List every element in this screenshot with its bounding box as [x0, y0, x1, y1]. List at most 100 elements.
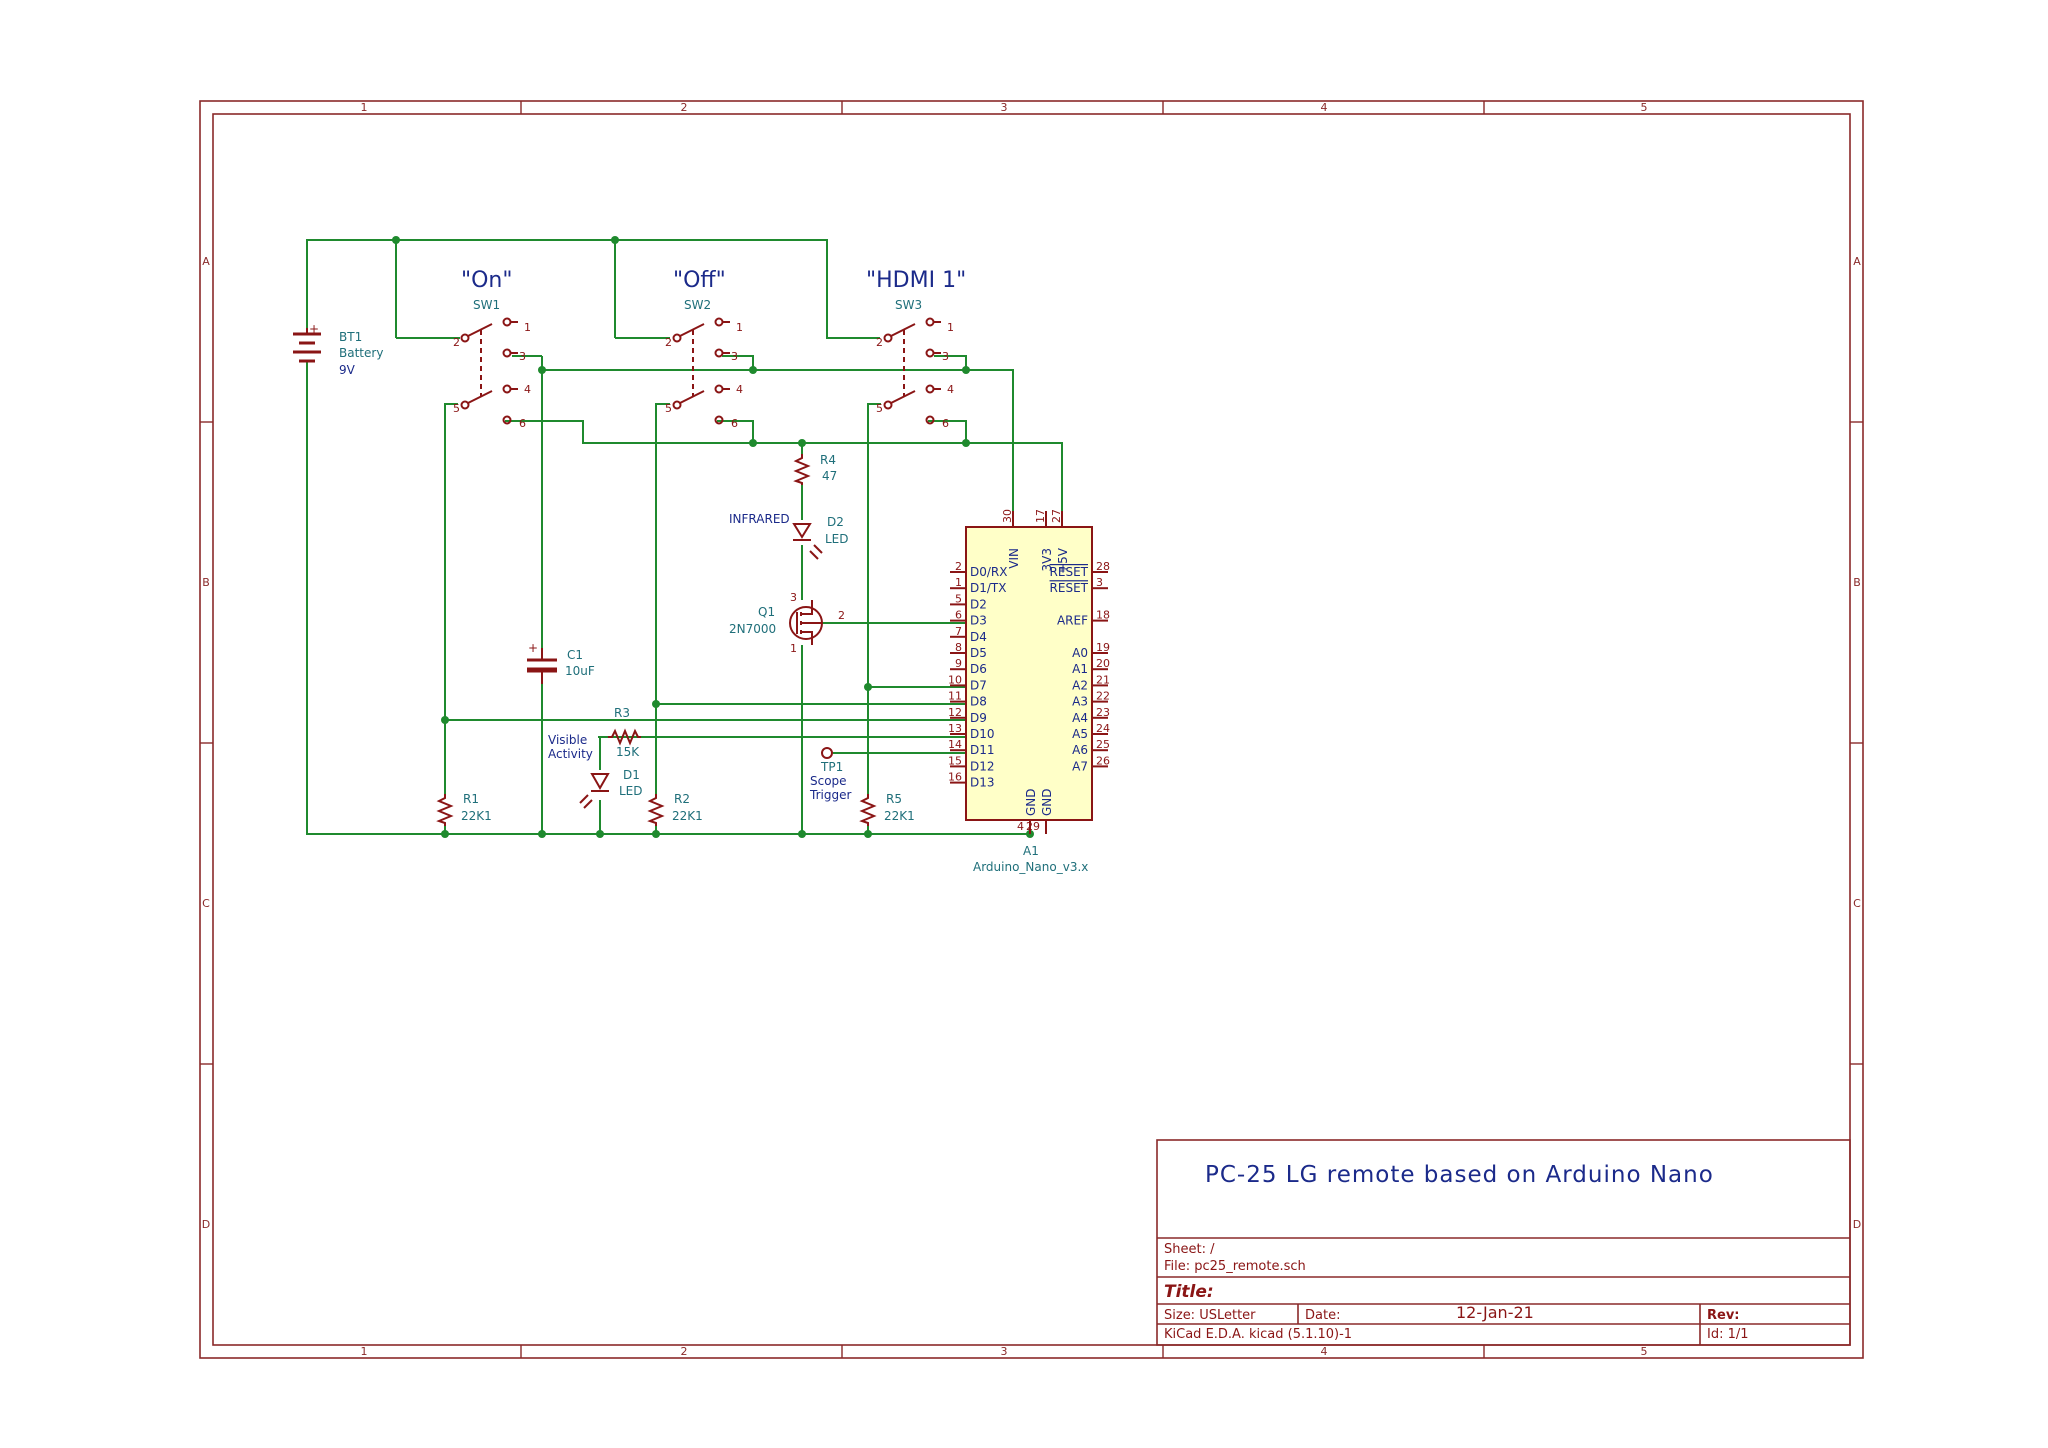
testpoint-tp1: TP1 Scope Trigger [809, 747, 851, 802]
switch-pin-2: 2 [453, 336, 460, 349]
resistor-r4: R4 47 [793, 453, 837, 485]
title-block-size: Size: USLetter [1164, 1308, 1256, 1323]
arduino-pin-name: D11 [970, 743, 995, 757]
col-1-bottom: 1 [361, 1345, 368, 1358]
resistor-r5-ref: R5 [886, 792, 902, 806]
arduino-pin-name: A1 [1072, 662, 1088, 676]
arduino-pin-number: 4 [1017, 820, 1024, 833]
arduino-pin-name: A4 [1072, 711, 1088, 725]
arduino-pin-number: 9 [955, 657, 962, 670]
switch-sw3-ref: SW3 [895, 298, 922, 312]
title-block-title: Title: [1164, 1282, 1214, 1302]
arduino-pin-number: 27 [1050, 509, 1063, 523]
mosfet-pin-1: 1 [790, 642, 797, 655]
arduino-pin-number: 10 [948, 673, 962, 686]
row-c-left: C [202, 897, 210, 910]
switch-pin-4: 4 [947, 383, 954, 396]
led-d1-note-line2: Activity [548, 747, 593, 761]
arduino-pin-number: 8 [955, 641, 962, 654]
arduino-pin-name: D9 [970, 711, 987, 725]
switch-sw1-label: "On" [461, 268, 513, 293]
arduino-pin-name: A5 [1072, 727, 1088, 741]
arduino-pin-name: D0/RX [970, 565, 1007, 579]
arduino-pin-name: A0 [1072, 646, 1088, 660]
led-d1: Visible Activity D1 LED [548, 733, 643, 809]
arduino-pin-name: A7 [1072, 759, 1088, 773]
arduino-pin-name: RESET [1050, 565, 1089, 579]
col-3-top: 3 [1001, 101, 1008, 114]
testpoint-line2: Trigger [809, 788, 851, 802]
arduino-pin-number: 26 [1096, 754, 1110, 767]
led-d2-note: INFRARED [729, 512, 790, 526]
col-4-bottom: 4 [1321, 1345, 1328, 1358]
col-5-top: 5 [1641, 101, 1648, 114]
battery-bt1: + BT1 Battery 9V [293, 322, 383, 377]
switch-sw2-label: "Off" [673, 268, 726, 293]
battery-ref: BT1 [339, 330, 362, 344]
arduino-pin-number: 7 [955, 625, 962, 638]
switch-pin-3: 3 [731, 350, 738, 363]
title-block-tool: KiCad E.D.A. kicad (5.1.10)-1 [1164, 1327, 1352, 1342]
led-d1-note-line1: Visible [548, 733, 587, 747]
switch-pin-4: 4 [524, 383, 531, 396]
arduino-pin-name: 3V3 [1040, 548, 1054, 571]
battery-value: 9V [339, 363, 356, 377]
mosfet-pin-2: 2 [838, 609, 845, 622]
switch-pin-1: 1 [736, 321, 743, 334]
column-markers-bottom: 1 2 3 4 5 [361, 1345, 1648, 1358]
arduino-pin-number: 14 [948, 738, 962, 751]
arduino-pin-name: GND [1024, 788, 1038, 816]
arduino-pin-number: 15 [948, 754, 962, 767]
mosfet-q1: 3 2 1 Q1 2N7000 [729, 591, 845, 655]
resistor-r4-ref: R4 [820, 453, 836, 467]
col-5-bottom: 5 [1641, 1345, 1648, 1358]
switch-pin-2: 2 [876, 336, 883, 349]
arduino-pin-name: D1/TX [970, 581, 1006, 595]
row-a-left: A [202, 255, 210, 268]
led-d1-ref: D1 [623, 768, 640, 782]
capacitor-plus-icon: + [528, 641, 538, 655]
arduino-pin-number: 29 [1026, 820, 1040, 833]
arduino-pin-name: D2 [970, 597, 987, 611]
row-markers-right: A B C D [1853, 255, 1861, 1231]
led-d2-ref: D2 [827, 515, 844, 529]
arduino-pin-number: 13 [948, 722, 962, 735]
title-block-rev: Rev: [1707, 1308, 1740, 1323]
arduino-pin-number: 28 [1096, 560, 1110, 573]
switch-sw1-ref: SW1 [473, 298, 500, 312]
resistor-r2-value: 22K1 [672, 809, 703, 823]
arduino-pin-name: D5 [970, 646, 987, 660]
switch-pin-3: 3 [519, 350, 526, 363]
title-block-sheet: Sheet: / [1164, 1242, 1215, 1257]
arduino-right-pins: 28RESET3RESET18AREF19A020A121A222A323A42… [1050, 560, 1110, 773]
battery-name: Battery [339, 346, 383, 360]
arduino-body [965, 526, 1093, 821]
switch-pin-1: 1 [524, 321, 531, 334]
row-d-left: D [202, 1218, 210, 1231]
arduino-pin-name: RESET [1050, 581, 1089, 595]
col-4-top: 4 [1321, 101, 1328, 114]
arduino-pin-number: 5 [955, 592, 962, 605]
arduino-pin-name: D12 [970, 759, 995, 773]
title-block-file: File: pc25_remote.sch [1164, 1259, 1306, 1274]
arduino-pin-number: 30 [1001, 509, 1014, 523]
resistor-r5-value: 22K1 [884, 809, 915, 823]
switch-pin-3: 3 [942, 350, 949, 363]
resistor-r2: R2 22K1 [647, 792, 703, 826]
arduino-pin-number: 1 [955, 576, 962, 589]
arduino-pin-number: 12 [948, 706, 962, 719]
arduino-pin-name: D10 [970, 727, 995, 741]
arduino-pin-number: 22 [1096, 690, 1110, 703]
row-c-right: C [1853, 897, 1861, 910]
arduino-pin-number: 23 [1096, 706, 1110, 719]
switch-pin-6: 6 [519, 417, 526, 430]
resistor-r3-ref: R3 [614, 706, 630, 720]
